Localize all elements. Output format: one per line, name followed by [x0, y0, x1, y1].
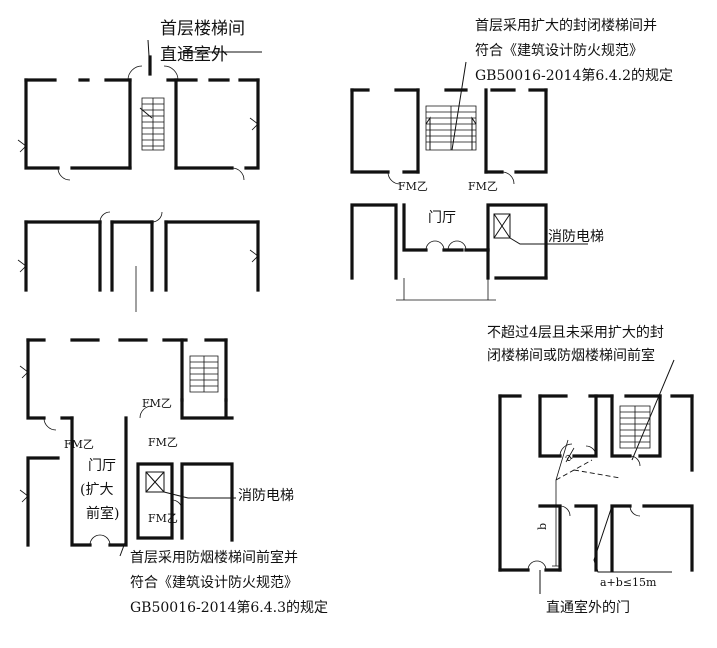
panel-c-fm-left: FM乙 — [64, 438, 94, 451]
panel-c-hall-line2: (扩大 — [80, 482, 113, 498]
panel-a-floor-plan — [17, 39, 262, 312]
panel-c-note-line3: GB50016-2014第6.4.3的规定 — [130, 599, 328, 616]
panel-c-hall-line1: 门厅 — [88, 458, 116, 474]
panel-c-fm-mid: FM乙 — [148, 436, 178, 449]
panel-b-note-line3: GB50016-2014第6.4.2的规定 — [475, 67, 673, 84]
panel-c-fm-top: FM乙 — [142, 397, 172, 410]
panel-c-elevator: 消防电梯 — [238, 488, 294, 504]
panel-d-floor-plan — [498, 359, 694, 594]
panel-b-note-line2: 符合《建筑设计防火规范》 — [475, 42, 643, 59]
panel-b-fm-left: FM乙 — [398, 180, 428, 193]
panel-b-floor-plan — [350, 61, 588, 301]
panel-d-note-line2: 闭楼梯间或防烟楼梯间前室 — [487, 347, 655, 364]
panel-c-fm-bottom: FM乙 — [148, 512, 178, 525]
panel-b-hall: 门厅 — [428, 210, 456, 226]
panel-d-dim-b: b — [536, 523, 549, 530]
panel-c-hall-line3: 前室) — [86, 505, 119, 522]
panel-a-label-line2: 直通室外 — [160, 45, 228, 65]
panel-b-note-line1: 首层采用扩大的封闭楼梯间并 — [475, 18, 657, 34]
panel-b-elevator: 消防电梯 — [548, 229, 604, 245]
panel-c-note-line1: 首层采用防烟楼梯间前室并 — [130, 549, 298, 566]
panel-c-note-line2: 符合《建筑设计防火规范》 — [130, 574, 298, 591]
panel-d-note-line1: 不超过4层且未采用扩大的封 — [487, 325, 664, 341]
panel-d-exit: 直通室外的门 — [546, 599, 630, 616]
panel-b-fm-right: FM乙 — [468, 180, 498, 193]
panel-d-formula: a+b≤15m — [600, 576, 657, 589]
panel-c-floor-plan — [19, 338, 236, 557]
panel-a-label-line1: 首层楼梯间 — [160, 19, 245, 39]
